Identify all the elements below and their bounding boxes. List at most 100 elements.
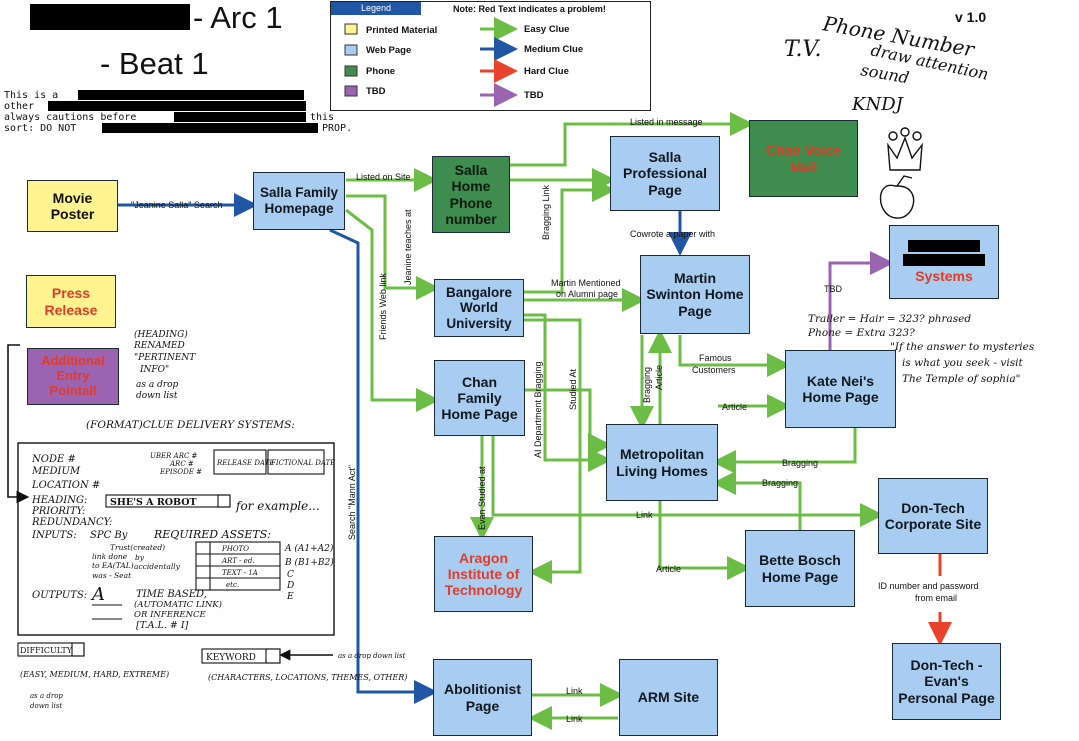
form-keyword: KEYWORD — [206, 653, 256, 663]
label-link-3: Link — [566, 714, 583, 724]
page-title-line2: - Beat 1 — [100, 46, 209, 81]
form-auto-link: (AUTOMATIC LINK) — [134, 599, 222, 610]
node-abolitionist[interactable]: Abolitionist Page — [433, 659, 532, 736]
node-salla-family[interactable]: Salla Family Homepage — [253, 172, 345, 230]
form-drop-down-note-2: as a drop — [30, 692, 63, 700]
form-tal: [T.A.L. # I] — [136, 620, 189, 631]
node-arm-site[interactable]: ARM Site — [619, 659, 718, 736]
heading-note-2: RENAMED — [133, 341, 185, 351]
node-bangalore[interactable]: Bangalore World University — [434, 279, 524, 337]
node-don-tech-evan[interactable]: Don-Tech - Evan's Personal Page — [892, 643, 1001, 720]
page-title-line1: - Arc 1 — [193, 0, 283, 35]
form-option-a: A (A1+A2) — [284, 543, 334, 554]
form-outputs-value: A — [90, 584, 105, 605]
label-jeanine-teaches: Jeanine teaches at — [403, 209, 413, 285]
node-systems[interactable]: Systems — [889, 225, 999, 299]
label-bragging-link: Bragging Link — [541, 184, 551, 240]
node-systems-label: Systems — [915, 267, 973, 284]
node-chan-voice-mail[interactable]: Chan Voice Mail — [749, 120, 858, 197]
legend-clue-tbd: TBD — [524, 90, 544, 101]
note-kndj: KNDJ — [851, 94, 905, 115]
kate-note-3: "If the answer to mysteries — [890, 341, 1035, 353]
edge-studied-at — [524, 318, 582, 584]
form-asset-art: ART - ed. — [221, 557, 255, 565]
kate-note-1: Trailer = Hair = 323? phrased — [808, 313, 971, 325]
legend-type-tbd: TBD — [366, 86, 386, 97]
label-id-password-1: ID number and password — [878, 581, 979, 591]
redaction-bar — [908, 239, 980, 252]
node-press-release[interactable]: Press Release — [26, 275, 116, 328]
form-option-b: B (B1+B2) — [284, 557, 334, 568]
node-kate-nei[interactable]: Kate Nei's Home Page — [785, 350, 896, 428]
node-metropolitan[interactable]: Metropolitan Living Homes — [606, 424, 718, 501]
apple-sketch-icon — [879, 175, 915, 219]
form-episode: EPISODE # — [159, 468, 202, 476]
form-asset-text: TEXT - 1A — [222, 569, 258, 577]
heading-note-1: (HEADING) — [134, 329, 188, 340]
edge-chan-metro — [525, 388, 612, 457]
label-martin-mentioned: Martin Mentioned — [551, 278, 621, 288]
drop-note-2: down list — [136, 391, 178, 401]
form-drop-down-note-3: down list — [30, 702, 62, 710]
form-inference: OR INFERENCE — [134, 610, 207, 620]
node-bette-bosch[interactable]: Bette Bosch Home Page — [745, 530, 855, 607]
form-inputs-value: SPC By — [90, 530, 128, 541]
node-movie-poster[interactable]: Movie Poster — [27, 180, 118, 232]
node-chan-family[interactable]: Chan Family Home Page — [434, 360, 525, 436]
form-asset-etc: etc. — [226, 581, 239, 589]
legend-type-phone: Phone — [366, 66, 395, 77]
edge-listed-in-message — [510, 112, 754, 167]
form-fictional-date: FICTIONAL DATE — [270, 459, 335, 467]
form-drop-down-note: as a drop down list — [338, 652, 406, 660]
form-option-e: E — [286, 592, 294, 602]
node-salla-phone[interactable]: Salla Home Phone number — [432, 156, 510, 233]
redaction-bar — [48, 101, 306, 111]
form-location: LOCATION # — [31, 480, 100, 491]
form-inputs-note-1: Trust(created) — [110, 543, 165, 552]
form-inputs-note-5: accidentally — [134, 562, 181, 571]
drop-note-1: as a drop — [136, 380, 179, 390]
form-arc: ARC # — [169, 460, 194, 468]
node-martin-swinton[interactable]: Martin Swinton Home Page — [640, 255, 750, 334]
redaction-bar — [30, 4, 190, 30]
legend-type-printed: Printed Material — [366, 25, 437, 36]
label-article-3: Article — [656, 564, 681, 574]
label-bragging-3: Bragging — [762, 478, 798, 488]
label-evan-studied: Evan Studied at — [477, 466, 487, 530]
node-additional-entry[interactable]: Additional Entry Pointall — [27, 348, 119, 405]
legend-clue-easy: Easy Clue — [524, 24, 569, 35]
node-don-tech-corporate[interactable]: Don-Tech Corporate Site — [878, 478, 988, 554]
form-required-assets: REQUIRED ASSETS: — [153, 528, 271, 541]
form-uber-arc: UBER ARC # — [150, 452, 198, 460]
intro-line-1: This is a — [4, 90, 59, 101]
form-time-based: TIME BASED, — [136, 589, 207, 600]
form-heading: HEADING: — [31, 495, 87, 506]
node-aragon[interactable]: Aragon Institute of Technology — [434, 536, 533, 612]
label-martin-mentioned-2: on Alumni page — [556, 289, 618, 299]
redaction-bar — [174, 112, 306, 122]
note-tv: T.V. — [784, 37, 821, 62]
clue-form — [17, 442, 335, 636]
kate-note-2: Phone = Extra 323? — [807, 327, 915, 339]
form-medium: MEDIUM — [31, 466, 81, 477]
form-option-c: C — [287, 570, 294, 580]
form-option-d: D — [286, 581, 294, 591]
intro-line-4: sort: DO NOT — [4, 123, 77, 134]
edge-jeanine-teaches — [346, 194, 440, 300]
label-tbd: TBD — [824, 284, 843, 294]
form-difficulty: DIFFICULTY — [20, 646, 73, 655]
redaction-bar — [102, 123, 318, 133]
redaction-bar — [78, 90, 304, 100]
label-cowrote: Cowrote a paper with — [630, 229, 715, 239]
node-salla-professional[interactable]: Salla Professional Page — [610, 136, 720, 211]
legend-note: Note: Red Text indicates a problem! — [453, 4, 606, 14]
label-id-password-2: from email — [915, 593, 957, 603]
label-friends-web-link: Friends Web link — [378, 273, 388, 340]
clue-form-labels: NODE # MEDIUM LOCATION # HEADING: PRIORI… — [31, 452, 334, 631]
edge-bette-metro-bragging — [712, 471, 802, 530]
kate-note-4: is what you seek - visit — [902, 357, 1023, 369]
label-famous-customers-2: Customers — [692, 365, 736, 375]
form-release-date: RELEASE DATE — [216, 459, 274, 467]
